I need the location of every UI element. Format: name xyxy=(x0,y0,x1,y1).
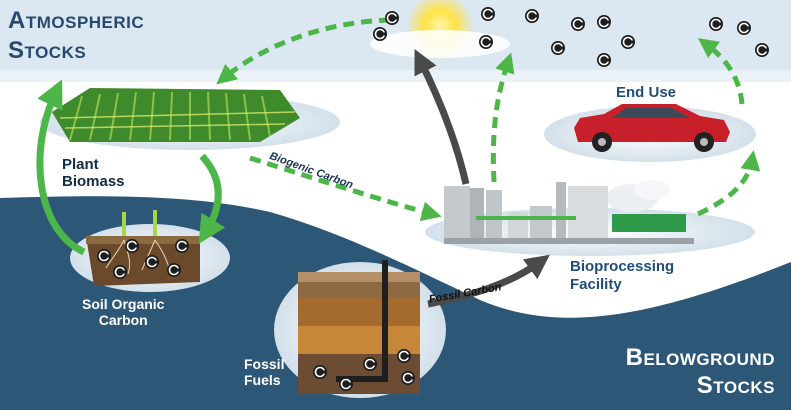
flow-plant-to-soil xyxy=(198,153,226,244)
flow-car-to-atmosphere xyxy=(697,38,745,105)
car-icon xyxy=(574,104,730,152)
flow-facility-to-car xyxy=(696,150,761,217)
refinery-icon xyxy=(444,180,694,244)
bioprocessing-facility-label: Bioprocessing Facility xyxy=(570,258,675,293)
belowground-stocks-title: Belowground Stocks xyxy=(625,344,775,399)
atmospheric-stocks-title: Atmospheric Stocks xyxy=(8,7,145,64)
fossil-strata-icon xyxy=(298,260,420,394)
fossil-fuels-label: Fossil Fuels xyxy=(244,356,285,388)
flow-soil-to-plant xyxy=(36,79,86,256)
flow-atmosphere-to-plant xyxy=(216,17,391,85)
flow-facility-emission xyxy=(414,49,470,185)
atmosphere-fade xyxy=(0,70,791,82)
end-use-label: End Use xyxy=(616,84,677,101)
crop-field-icon xyxy=(52,88,300,142)
soil-organic-carbon-label: Soil Organic Carbon xyxy=(82,296,165,328)
flow-facility-to-atmosphere xyxy=(490,52,515,183)
flow-plant-to-facility xyxy=(249,155,442,222)
flow-fossil-to-facility xyxy=(427,254,550,308)
plant-biomass-label: Plant Biomass xyxy=(62,156,125,190)
cloud-shape xyxy=(370,30,510,58)
